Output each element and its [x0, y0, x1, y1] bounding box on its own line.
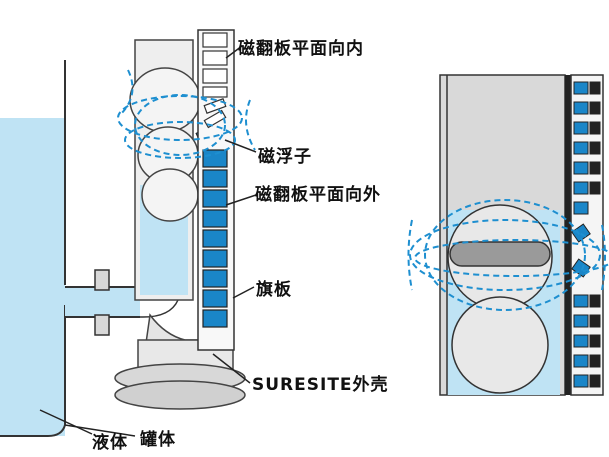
- field-lines-left: [117, 69, 256, 159]
- detail-view: [407, 74, 609, 396]
- label-tank: 罐体: [140, 430, 176, 450]
- label-shell-brand: SURESITE: [252, 375, 353, 395]
- label-magnetic-float: 磁浮子: [258, 147, 312, 167]
- label-flag-plate: 旗板: [256, 280, 292, 300]
- tank-liquid: [0, 118, 65, 436]
- connection-pipes: [65, 239, 179, 336]
- label-flap-outward: 磁翻板平面向外: [255, 185, 381, 205]
- flange-lower: [94, 314, 110, 336]
- label-shell-suffix: 外壳: [352, 375, 389, 395]
- label-flap-inward: 磁翻板平面向内: [238, 39, 364, 59]
- flaps-outward: [202, 149, 228, 328]
- label-shell: SURESITE外壳: [252, 370, 389, 395]
- tank: [0, 60, 66, 437]
- tank-wall-bottom: [0, 305, 66, 437]
- flaps-inward: [202, 32, 228, 129]
- detail-flaps: [571, 81, 601, 388]
- field-lines-right: [407, 199, 609, 311]
- detail-float-lower: [451, 296, 549, 394]
- base-flange: [114, 380, 246, 410]
- flap-indicator-column: [197, 29, 235, 351]
- label-liquid: 液体: [92, 433, 128, 453]
- detail-magnet: [449, 241, 551, 267]
- float-bulb-lower: [141, 168, 199, 222]
- flange-upper: [94, 269, 110, 291]
- leader-lines: [39, 45, 257, 437]
